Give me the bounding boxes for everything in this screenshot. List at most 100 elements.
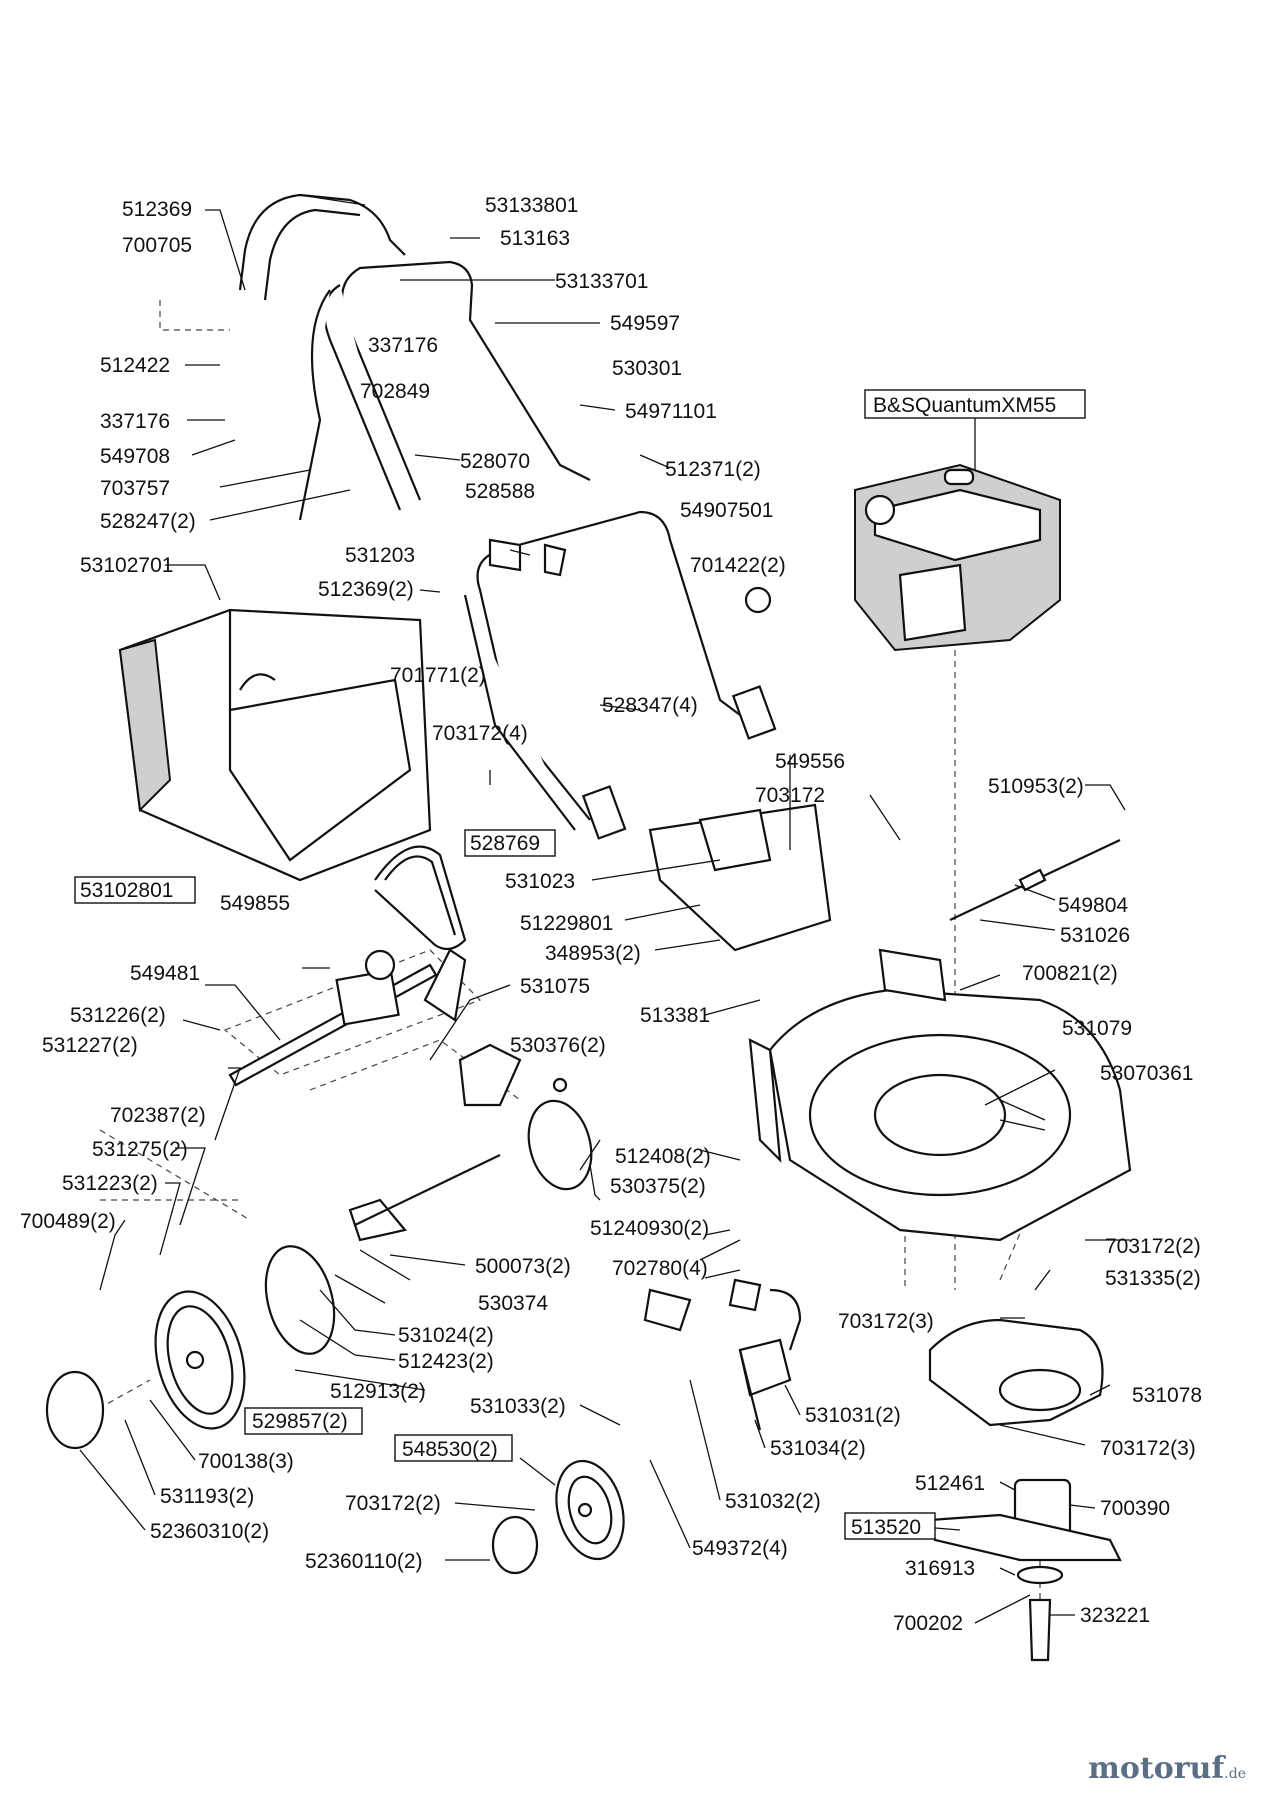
part-label: 700138(3) [198,1450,294,1473]
upper-handle [238,193,406,301]
part-label: 531203 [345,544,415,567]
lower-handle [463,510,777,840]
part-label: 549556 [775,750,845,773]
part-label: 513163 [500,227,570,250]
part-label: 549597 [610,312,680,335]
part-label: 531079 [1062,1017,1132,1040]
part-label: 702849 [360,380,430,403]
front-wheel [555,1459,625,1561]
part-label: 531075 [520,975,590,998]
logo-name: motoruf [1088,1751,1225,1786]
height-adjust-rod [949,839,1121,921]
part-labels: 512369 700705 53133801 513163 53133701 5… [20,194,1202,1635]
part-label: 531032(2) [725,1490,821,1513]
mower-deck [748,948,1132,1242]
part-label: 53102801 [80,879,173,902]
part-label: 512422 [100,354,170,377]
part-label: 700821(2) [1022,962,1118,985]
part-label: 316913 [905,1557,975,1580]
part-label: 702780(4) [612,1257,708,1280]
part-label: 337176 [100,410,170,433]
part-label: 531023 [505,870,575,893]
part-label: 531026 [1060,924,1130,947]
part-label: 549855 [220,892,290,915]
part-label: 530375(2) [610,1175,706,1198]
part-label: 702387(2) [110,1104,206,1127]
part-label: 54907501 [680,499,773,522]
grass-catcher [118,608,432,882]
part-label: 531275(2) [92,1138,188,1161]
part-label: 512371(2) [665,458,761,481]
part-label: 531031(2) [805,1404,901,1427]
rear-flap [648,803,832,952]
part-label: 52360310(2) [150,1520,269,1543]
part-label: 531226(2) [70,1004,166,1027]
part-label: 703757 [100,477,170,500]
drive-belt [374,845,467,951]
part-label: 700202 [893,1612,963,1635]
engine [854,463,1061,652]
part-label: 512913(2) [330,1380,426,1403]
part-label: 531193(2) [160,1485,254,1508]
part-label: 510953(2) [988,775,1084,798]
part-label: 528769 [470,832,540,855]
part-label: 703172(3) [1100,1437,1196,1460]
part-label: 512408(2) [615,1145,711,1168]
boxed-label-frames [74,389,1086,1540]
part-label: 529857(2) [252,1410,348,1433]
part-label: 548530(2) [402,1438,498,1461]
part-label: 700489(2) [20,1210,116,1233]
part-label: 337176 [368,334,438,357]
part-label: 512461 [915,1472,985,1495]
part-label: 703172(3) [838,1310,934,1333]
part-label: 701422(2) [690,554,786,577]
blade-assembly [928,1318,1122,1662]
part-label: 531024(2) [398,1324,494,1347]
part-label: 323221 [1080,1604,1150,1627]
part-label: 703172 [755,784,825,807]
part-label: 53133701 [555,270,648,293]
part-label: 51240930(2) [590,1217,709,1240]
part-label: 531034(2) [770,1437,866,1460]
part-label: 53070361 [1100,1062,1193,1085]
logo-tld: .de [1224,1766,1246,1782]
part-label: 549372(4) [692,1537,788,1560]
part-label: 52360110(2) [305,1550,423,1573]
part-label: 549481 [130,962,200,985]
part-label: 530374 [478,1292,548,1315]
part-label: 703172(2) [1105,1235,1201,1258]
part-label: 531335(2) [1105,1267,1201,1290]
hub-caps [45,1370,539,1575]
part-label: 530376(2) [510,1034,606,1057]
part-label: 531227(2) [42,1034,138,1057]
small-parts [348,538,802,1431]
middle-handle [298,260,591,521]
part-label: 528247(2) [100,510,196,533]
part-label: 531033(2) [470,1395,566,1418]
part-label: 700390 [1100,1497,1170,1520]
engine-model-label: B&SQuantumXM55 [873,394,1056,417]
part-label: 51229801 [520,912,613,935]
part-label: 700705 [122,234,192,257]
gearbox-axle [228,949,438,1087]
part-label: 512423(2) [398,1350,494,1373]
part-label: 54971101 [625,400,717,423]
part-label: 53133801 [485,194,578,217]
part-label: 701771(2) [390,664,486,687]
part-label: 549708 [100,445,170,468]
wheel-plates [264,1099,593,1355]
part-label: 512369(2) [318,578,414,601]
part-label: 512369 [122,198,192,221]
part-label: 513381 [640,1004,710,1027]
part-label: 530301 [612,357,682,380]
part-label: 528347(4) [602,694,698,717]
part-label: 528588 [465,480,535,503]
rear-wheel [154,1290,246,1430]
part-label: 703172(2) [345,1492,441,1515]
part-label: 703172(4) [432,722,528,745]
part-label: 348953(2) [545,942,641,965]
part-label: 531223(2) [62,1172,158,1195]
part-label: 500073(2) [475,1255,571,1278]
part-label: 528070 [460,450,530,473]
